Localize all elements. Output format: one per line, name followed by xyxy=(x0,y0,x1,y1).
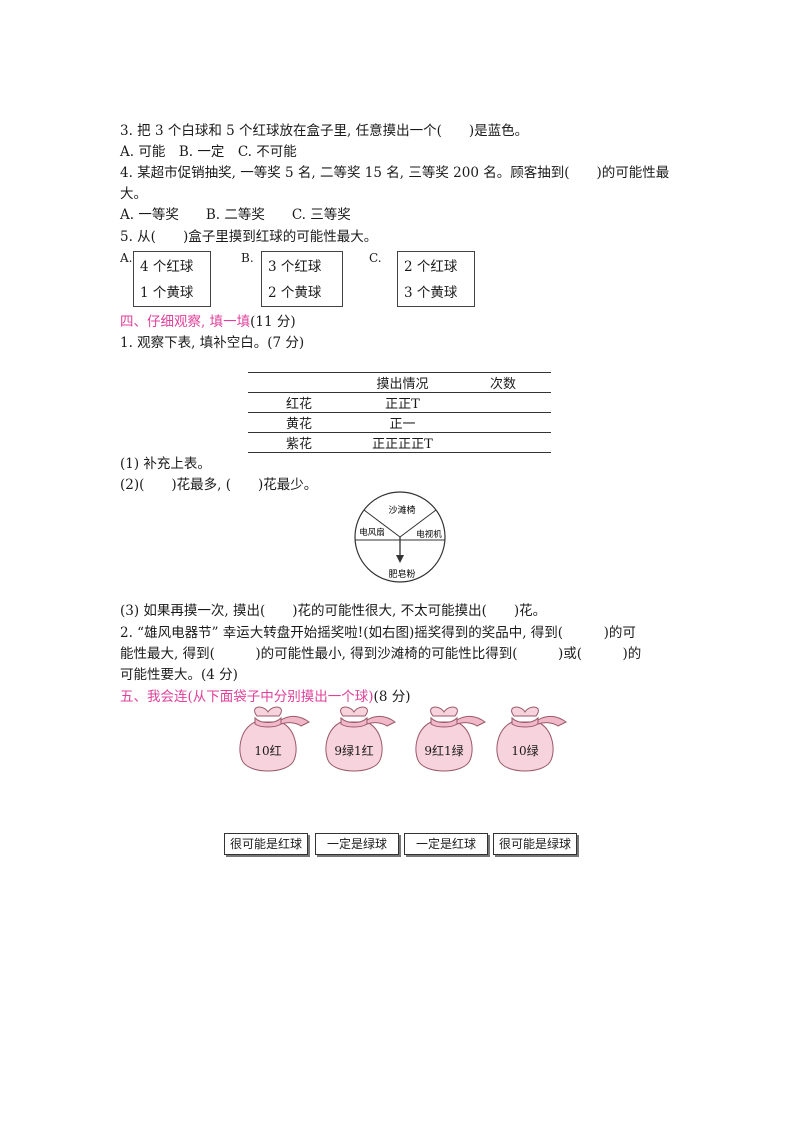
flower-name: 紫花 xyxy=(248,432,350,453)
table-header-row: 摸出情况 次数 xyxy=(248,372,551,393)
prize-spinner: 沙滩椅 电风扇 电视机 肥皂粉 xyxy=(354,491,446,583)
spinner-label-beach-chair: 沙滩椅 xyxy=(388,504,415,516)
ball-box-b: 3 个红球 2 个黄球 xyxy=(261,251,343,307)
option-c-label: C. xyxy=(369,251,382,265)
spinner-label-soap: 肥皂粉 xyxy=(388,568,415,580)
q4-options: A. 一等奖 B. 二等奖 C. 三等奖 xyxy=(120,207,351,223)
spinner-label-tv: 电视机 xyxy=(416,529,442,540)
q3-text: 3. 把 3 个白球和 5 个红球放在盒子里, 任意摸出一个( )是蓝色。 xyxy=(120,123,529,139)
answer-card[interactable]: 一定是绿球 xyxy=(315,833,399,855)
answer-card[interactable]: 很可能是绿球 xyxy=(493,833,577,855)
s4-sub2: (2)( )花最多, ( )花最少。 xyxy=(120,477,318,493)
bag-label: 9绿1红 xyxy=(334,744,374,758)
spinner-divider xyxy=(399,509,437,538)
section-5-title: 五、我会连(从下面袋子中分别摸出一个球) xyxy=(120,689,374,705)
q5-text: 5. 从( )盒子里摸到红球的可能性最大。 xyxy=(120,229,378,245)
bag-icon xyxy=(415,706,486,772)
box-a-line1: 4 个红球 xyxy=(140,259,194,275)
ball-bag[interactable]: 9红1绿 xyxy=(411,702,486,774)
tally-marks: 正正正正T xyxy=(350,432,455,453)
count-cell[interactable] xyxy=(455,392,551,413)
spinner-arrow-head xyxy=(396,555,404,563)
header-cell-tally: 摸出情况 xyxy=(350,372,455,393)
flower-name: 黄花 xyxy=(248,412,350,433)
header-cell-count: 次数 xyxy=(455,372,551,393)
bag-label: 10红 xyxy=(254,744,282,758)
spinner-divider xyxy=(363,509,401,538)
bag-icon xyxy=(496,706,567,772)
s4-q2-line3: 可能性要大。(4 分) xyxy=(120,667,238,683)
table-row: 红花 正正T xyxy=(248,392,551,413)
box-c-line2: 3 个黄球 xyxy=(404,285,458,301)
section-4-points: (11 分) xyxy=(250,314,296,330)
bag-icon xyxy=(239,706,310,772)
tally-marks: 正一 xyxy=(350,412,455,433)
ball-box-c: 2 个红球 3 个黄球 xyxy=(397,251,475,307)
bag-label: 9红1绿 xyxy=(424,744,464,758)
box-b-line1: 3 个红球 xyxy=(268,259,322,275)
bag-icon xyxy=(325,706,396,772)
spinner-label-fan: 电风扇 xyxy=(359,527,385,538)
count-cell[interactable] xyxy=(455,412,551,433)
tally-marks: 正正T xyxy=(350,392,455,413)
ball-box-a: 4 个红球 1 个黄球 xyxy=(133,251,211,307)
option-a-label: A. xyxy=(120,251,133,265)
section-5-points: (8 分) xyxy=(373,689,411,705)
answer-card[interactable]: 一定是红球 xyxy=(404,833,488,855)
section-5-heading: 五、我会连(从下面袋子中分别摸出一个球)(8 分) xyxy=(120,688,410,706)
ball-bag[interactable]: 9绿1红 xyxy=(321,702,396,774)
option-b-label: B. xyxy=(241,251,254,265)
section-4-title: 四、仔细观察, 填一填 xyxy=(120,314,251,330)
answer-card[interactable]: 很可能是红球 xyxy=(224,833,308,855)
flower-name: 红花 xyxy=(248,392,350,413)
ball-bag[interactable]: 10绿 xyxy=(492,702,567,774)
s4-q1-text: 1. 观察下表, 填补空白。(7 分) xyxy=(120,335,305,351)
ball-bag[interactable]: 10红 xyxy=(235,702,310,774)
bag-label: 10绿 xyxy=(511,744,539,758)
box-b-line2: 2 个黄球 xyxy=(268,285,322,301)
section-4-heading: 四、仔细观察, 填一填(11 分) xyxy=(120,313,296,331)
q3-options: A. 可能 B. 一定 C. 不可能 xyxy=(120,144,297,160)
count-cell[interactable] xyxy=(455,432,551,453)
box-a-line2: 1 个黄球 xyxy=(140,285,194,301)
s4-sub1: (1) 补充上表。 xyxy=(120,456,211,472)
s4-sub3: (3) 如果再摸一次, 摸出( )花的可能性很大, 不太可能摸出( )花。 xyxy=(120,603,547,619)
s4-q2-line2: 能性最大, 得到( )的可能性最小, 得到沙滩椅的可能性比得到( )或( )的 xyxy=(120,646,642,662)
header-cell-blank xyxy=(248,372,350,393)
table-row: 紫花 正正正正T xyxy=(248,432,551,453)
box-c-line1: 2 个红球 xyxy=(404,259,458,275)
tally-table: 摸出情况 次数 红花 正正T 黄花 正一 紫花 正正正正T xyxy=(248,372,551,453)
s4-q2-line1: 2. “雄风电器节” 幸运大转盘开始摇奖啦!(如右图)摇奖得到的奖品中, 得到(… xyxy=(120,625,636,641)
q4-text-line1: 4. 某超市促销抽奖, 一等奖 5 名, 二等奖 15 名, 三等奖 200 名… xyxy=(120,165,670,181)
table-row: 黄花 正一 xyxy=(248,412,551,433)
q4-text-line2: 大。 xyxy=(120,186,147,202)
